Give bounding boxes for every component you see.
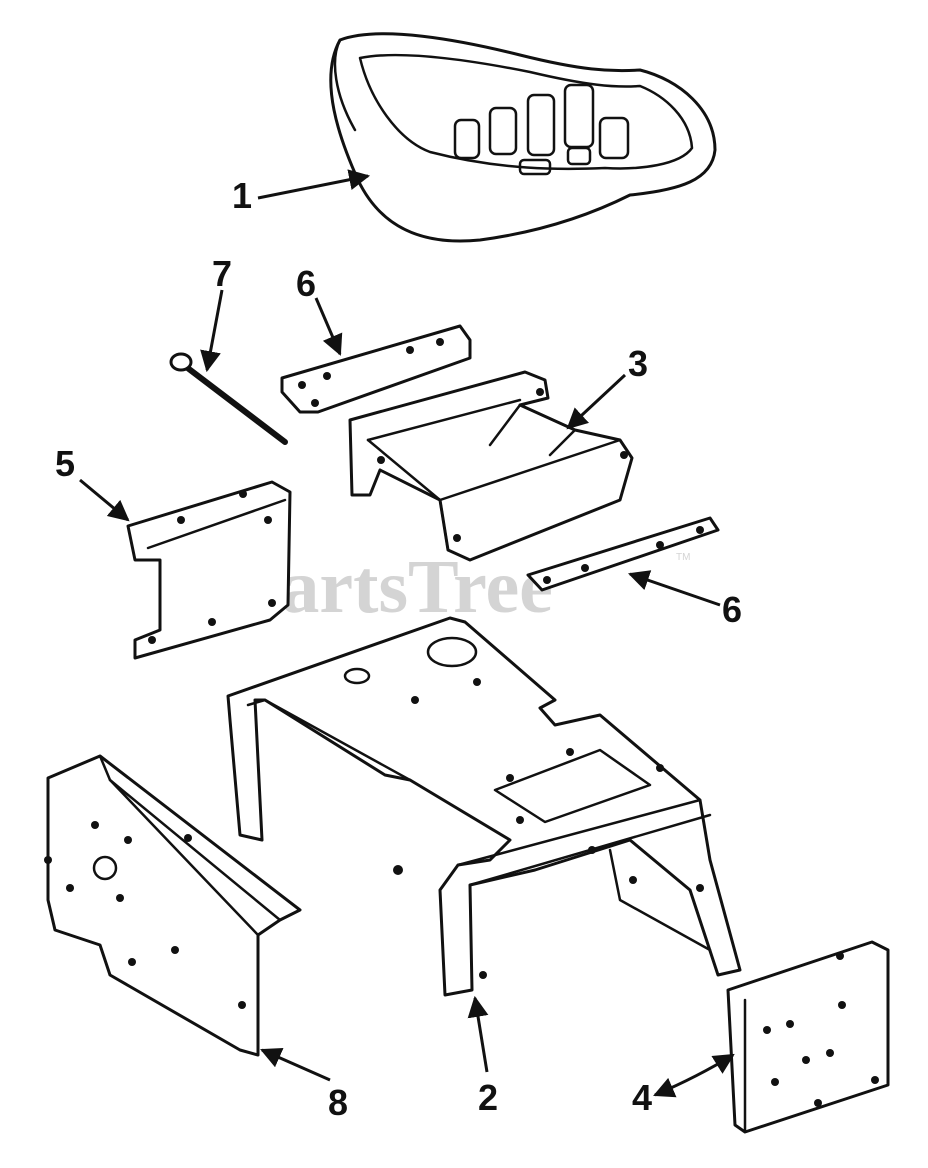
part-pin	[169, 352, 288, 445]
part-side-plate	[126, 480, 292, 660]
leader-2	[467, 995, 489, 1073]
callout-6-upper: 6	[296, 263, 316, 304]
callout-1: 1	[232, 175, 252, 216]
part-seat-bracket	[348, 370, 634, 562]
leader-5	[79, 478, 130, 522]
leader-4	[653, 1053, 735, 1098]
leader-7	[200, 289, 224, 373]
part-strap-lower	[526, 516, 720, 592]
part-main-frame	[226, 616, 742, 997]
callout-leaders	[79, 169, 735, 1098]
leader-6-upper	[314, 297, 343, 356]
callout-6-lower: 6	[722, 589, 742, 630]
part-front-panel	[44, 754, 302, 1057]
callout-4: 4	[632, 1077, 652, 1118]
callout-numbers: 1 7 6 3 5 6 8 2 4	[55, 175, 742, 1123]
part-strap-upper	[280, 324, 472, 414]
seat-grille	[453, 83, 630, 176]
callout-8: 8	[328, 1082, 348, 1123]
callout-7: 7	[212, 253, 232, 294]
callout-5: 5	[55, 443, 75, 484]
leader-8	[260, 1048, 331, 1082]
leader-6-lower	[628, 570, 721, 607]
watermark-tm: TM	[676, 552, 690, 563]
leader-3	[566, 373, 627, 430]
callout-2: 2	[478, 1077, 498, 1118]
leader-1	[257, 169, 371, 200]
part-seat	[329, 32, 717, 243]
callout-3: 3	[628, 343, 648, 384]
part-rear-plate	[726, 940, 890, 1134]
